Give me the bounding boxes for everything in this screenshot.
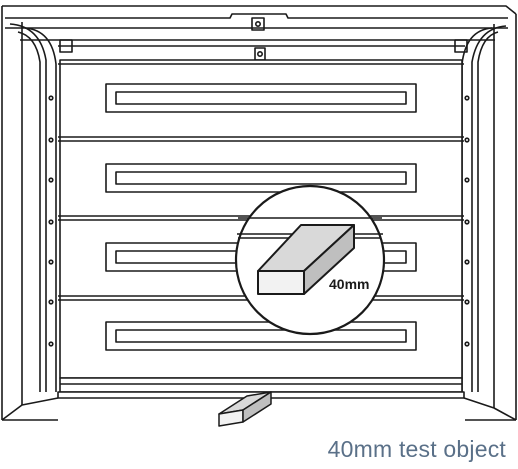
top-track — [5, 13, 508, 61]
panel-inset-2 — [105, 163, 417, 193]
panel-inset-4 — [105, 321, 417, 351]
left-track — [9, 23, 57, 392]
magnified-block — [257, 224, 355, 295]
magnifier-callout: 40mm — [234, 184, 386, 336]
panel-inset-1 — [105, 83, 417, 113]
wall-opening — [1, 5, 517, 421]
test-object-block — [218, 391, 272, 427]
floor-lines — [21, 397, 495, 409]
magnifier-label: 40mm — [329, 276, 369, 292]
right-track — [461, 25, 507, 392]
caption: 40mm test object — [327, 436, 506, 462]
